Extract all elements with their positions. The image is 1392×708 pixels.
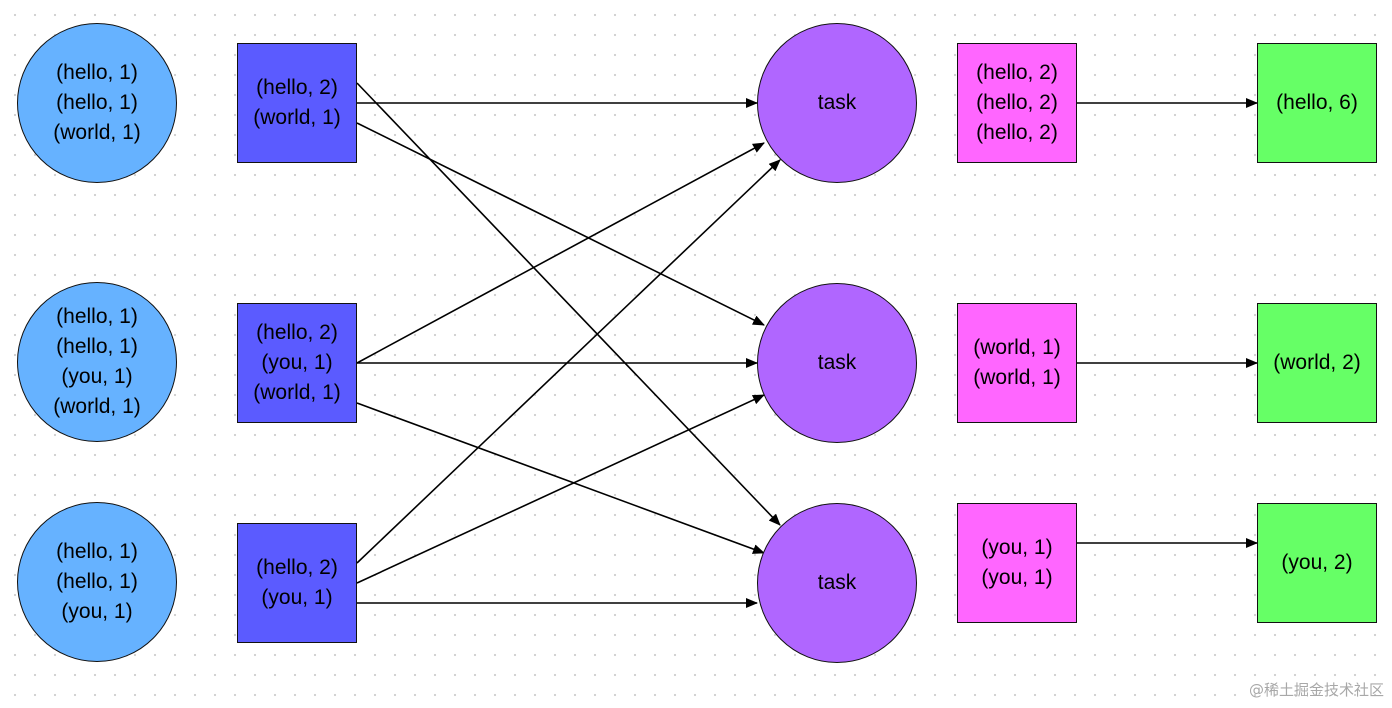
shuffle-node-2: (world, 1) (world, 1) [957, 303, 1077, 423]
arrow-edge [356, 402, 765, 554]
combine-node-1: (hello, 2) (world, 1) [237, 43, 357, 163]
result-node-2: (world, 2) [1257, 303, 1377, 423]
input-node-2: (hello, 1) (hello, 1) (you, 1) (world, 1… [17, 282, 177, 442]
task-label: task [817, 91, 857, 114]
result-node-3: (you, 2) [1257, 503, 1377, 623]
combine-line: (world, 1) [253, 381, 341, 404]
shuffle-line: (hello, 2) [976, 121, 1058, 144]
input-line: (hello, 1) [56, 61, 138, 84]
combine-line: (you, 1) [261, 351, 333, 374]
result-label: (hello, 6) [1276, 91, 1358, 114]
combine-line: (world, 1) [253, 106, 341, 129]
input-line: (hello, 1) [56, 570, 138, 593]
input-line: (hello, 1) [56, 305, 138, 328]
input-node-1: (hello, 1) (hello, 1) (world, 1) [17, 23, 177, 183]
shuffle-node-1: (hello, 2) (hello, 2) (hello, 2) [957, 43, 1077, 163]
task-label: task [817, 351, 857, 374]
task-node-3: task [757, 503, 917, 663]
arrow-edge [356, 142, 765, 364]
input-line: (world, 1) [53, 121, 141, 144]
result-label: (world, 2) [1273, 351, 1361, 374]
input-line: (world, 1) [53, 395, 141, 418]
task-node-2: task [757, 283, 917, 443]
combine-node-3: (hello, 2) (you, 1) [237, 523, 357, 643]
input-line: (hello, 1) [56, 540, 138, 563]
input-line: (you, 1) [61, 600, 133, 623]
arrow-edge [356, 394, 765, 584]
shuffle-line: (you, 1) [981, 536, 1053, 559]
input-line: (hello, 1) [56, 335, 138, 358]
arrow-edge [356, 159, 781, 564]
shuffle-line: (world, 1) [973, 336, 1061, 359]
task-label: task [817, 571, 857, 594]
shuffle-line: (you, 1) [981, 566, 1053, 589]
combine-line: (hello, 2) [256, 556, 338, 579]
watermark: @稀土掘金技术社区 [1248, 681, 1384, 699]
result-node-1: (hello, 6) [1257, 43, 1377, 163]
task-node-1: task [757, 23, 917, 183]
arrow-edge [356, 82, 781, 526]
combine-line: (hello, 2) [256, 321, 338, 344]
input-node-3: (hello, 1) (hello, 1) (you, 1) [17, 502, 177, 662]
shuffle-node-3: (you, 1) (you, 1) [957, 503, 1077, 623]
input-line: (hello, 1) [56, 91, 138, 114]
result-label: (you, 2) [1281, 551, 1353, 574]
combine-line: (you, 1) [261, 586, 333, 609]
arrow-edge [356, 122, 765, 326]
input-line: (you, 1) [61, 365, 133, 388]
combine-line: (hello, 2) [256, 76, 338, 99]
shuffle-line: (hello, 2) [976, 61, 1058, 84]
combine-node-2: (hello, 2) (you, 1) (world, 1) [237, 303, 357, 423]
shuffle-line: (hello, 2) [976, 91, 1058, 114]
shuffle-line: (world, 1) [973, 366, 1061, 389]
